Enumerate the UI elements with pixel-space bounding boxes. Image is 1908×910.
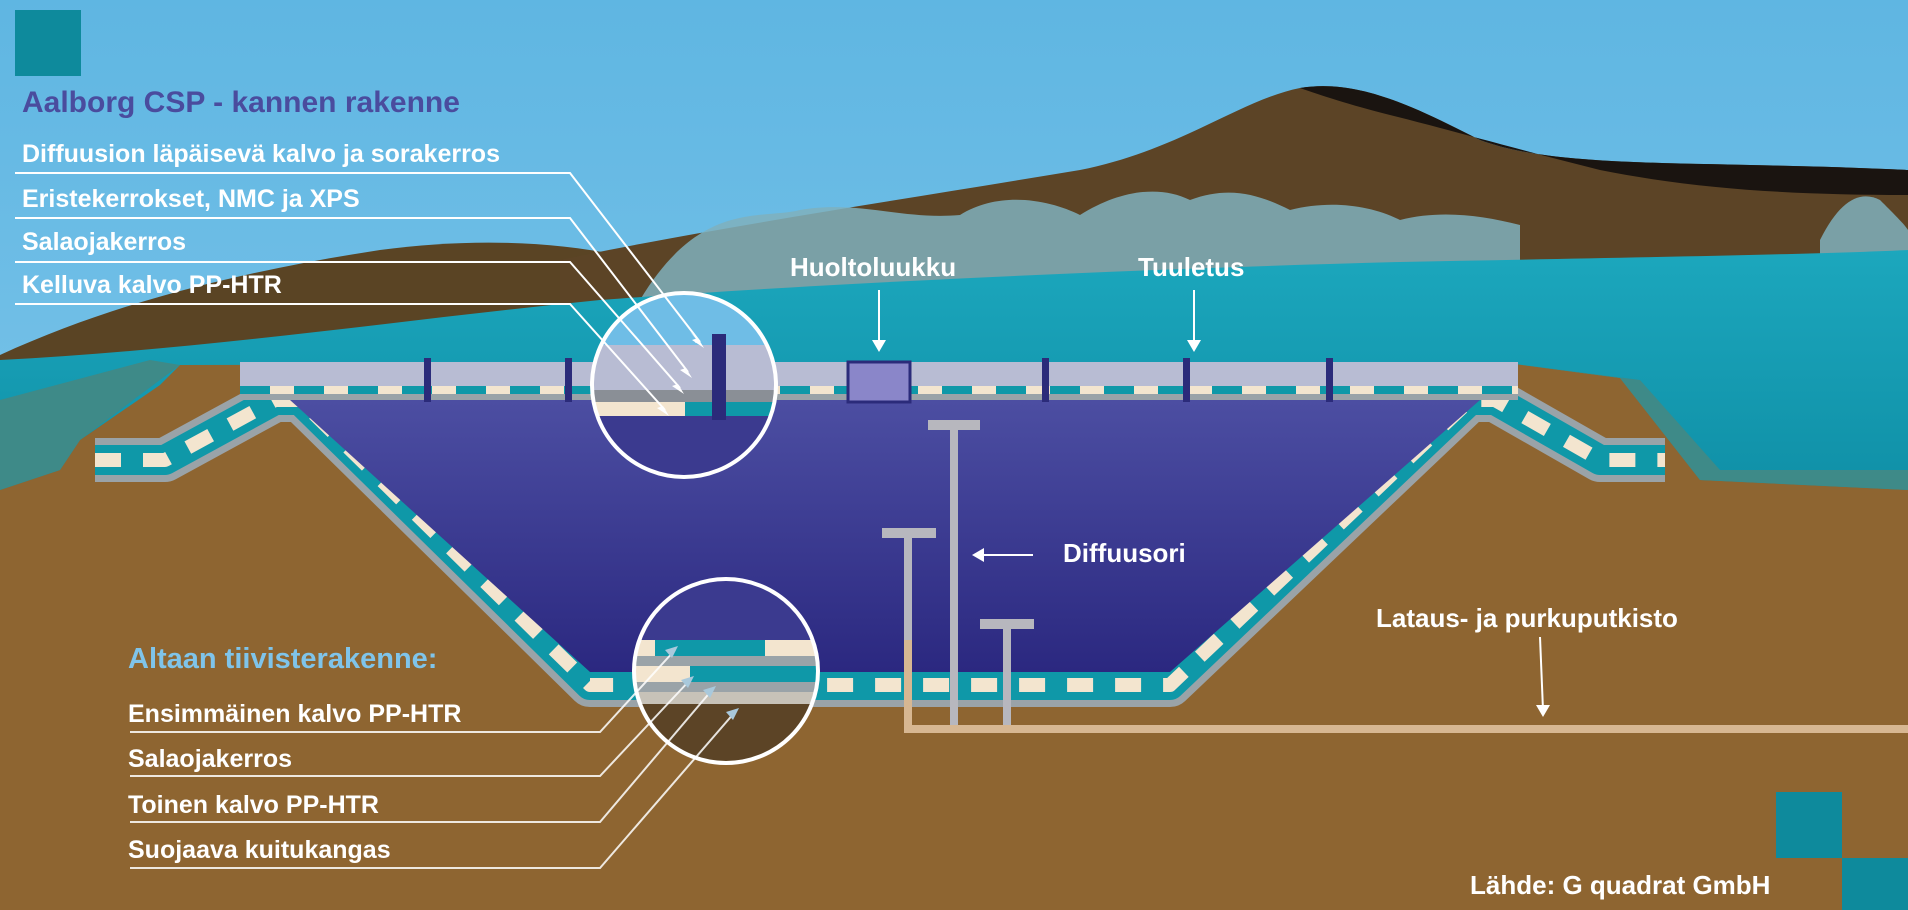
service-hatch [846, 360, 912, 404]
cover-leader-lines [15, 172, 701, 411]
corner-deco-bottom-2 [1842, 858, 1908, 910]
cover-layer-1: Diffuusion läpäisevä kalvo ja sorakerros [22, 140, 500, 168]
mountain-shadow [1300, 86, 1908, 195]
callout-piping: Lataus- ja purkuputkisto [1376, 603, 1678, 633]
callout-arrows [872, 290, 1550, 717]
sealing-leader-lines [130, 649, 736, 869]
cover-title: Aalborg CSP - kannen rakenne [22, 86, 460, 119]
mist-right [1820, 196, 1908, 260]
zoom-circle-cover [592, 293, 776, 477]
callout-diffuser: Diffuusori [1063, 538, 1186, 568]
ground-right-bank [1500, 362, 1908, 490]
callout-ventilation: Tuuletus [1138, 252, 1245, 282]
piping [904, 640, 1908, 733]
cover-layer-3: Salaojakerros [22, 228, 186, 256]
diffusers [882, 420, 1034, 730]
corner-deco-top [15, 10, 81, 76]
cover-layer-2: Eristekerrokset, NMC ja XPS [22, 185, 360, 213]
sealing-layer-1: Ensimmäinen kalvo PP-HTR [128, 700, 462, 728]
source-credit: Lähde: G quadrat GmbH [1470, 870, 1771, 900]
sealing-title: Altaan tiivisterakenne: [128, 643, 438, 675]
cover-layer-4: Kelluva kalvo PP-HTR [22, 271, 282, 299]
callout-service-hatch: Huoltoluukku [790, 252, 957, 282]
cover-vents [424, 358, 1333, 402]
corner-deco-bottom-1 [1776, 792, 1842, 858]
zoom-circle-sealing [634, 579, 818, 763]
sealing-layer-2: Salaojakerros [128, 745, 292, 773]
sealing-layer-3: Toinen kalvo PP-HTR [128, 791, 379, 819]
ground-left-bank [0, 360, 180, 490]
sealing-layer-4: Suojaava kuitukangas [128, 836, 391, 864]
